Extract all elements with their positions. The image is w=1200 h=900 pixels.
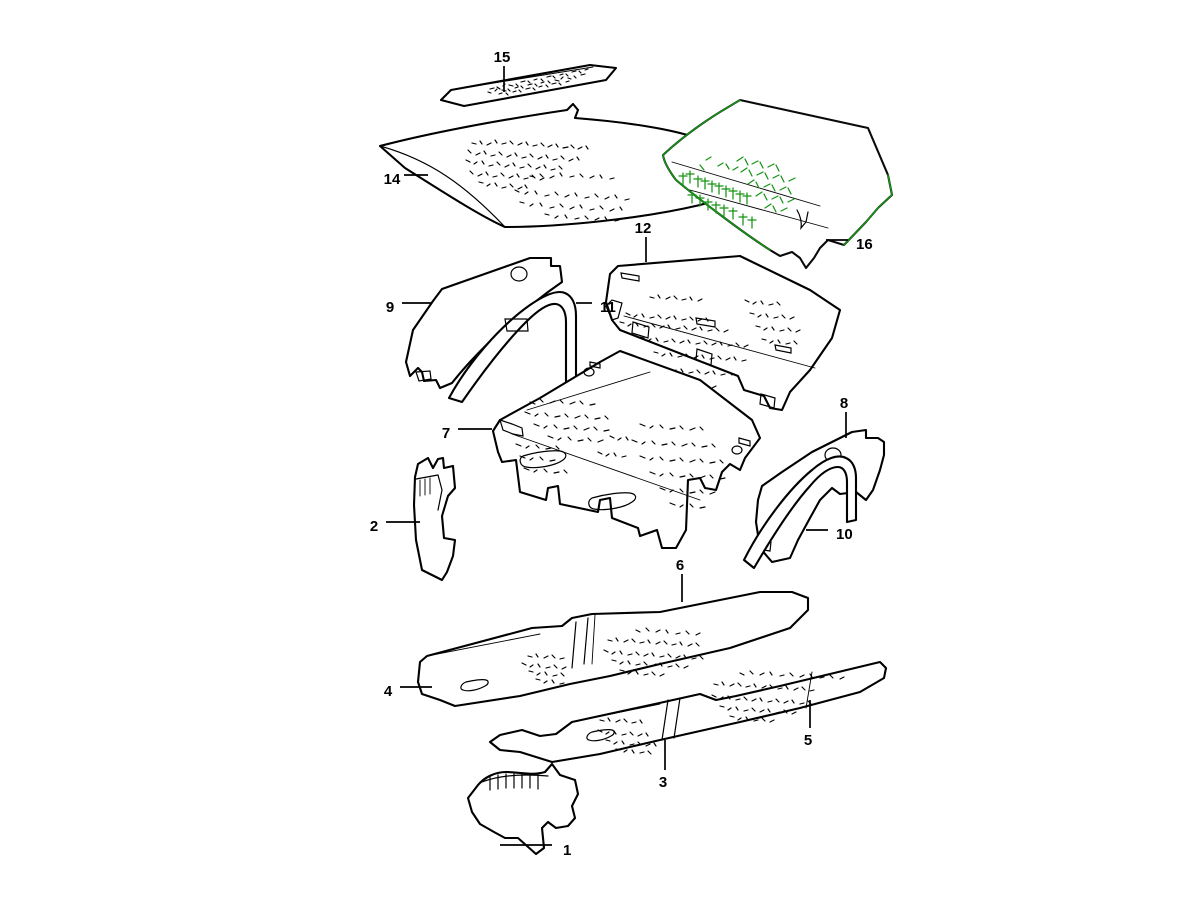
callout-label-6[interactable]: 6 — [676, 557, 684, 574]
callout-label-7[interactable]: 7 — [442, 425, 450, 442]
callout-label-8[interactable]: 8 — [840, 395, 848, 412]
callout-label-9[interactable]: 9 — [386, 299, 394, 316]
part-12-rear-seat-back-panel[interactable] — [604, 254, 842, 412]
callout-label-12[interactable]: 12 — [635, 220, 652, 237]
part-8-wheelhouse-trim-right[interactable] — [754, 428, 886, 564]
part-16-parcel-shelf-trim[interactable] — [661, 98, 894, 270]
part-15-sill-trim-strip[interactable] — [439, 63, 618, 108]
texture-12 — [619, 294, 801, 389]
callout-label-2[interactable]: 2 — [370, 518, 378, 535]
part-6-carpet-section-left[interactable] — [591, 614, 596, 665]
texture-15 — [487, 68, 589, 96]
callout-label-4[interactable]: 4 — [384, 683, 393, 700]
callout-label-15[interactable]: 15 — [494, 49, 511, 66]
part-7-rear-floor-carpet[interactable] — [491, 349, 762, 550]
callouts-group: 1 2 3 4 5 6 7 8 9 10 11 12 14 15 16 — [370, 49, 873, 859]
callout-label-11[interactable]: 11 — [600, 299, 616, 316]
part-10-wheel-arch-welt-right[interactable] — [742, 455, 858, 570]
callout-label-10[interactable]: 10 — [836, 526, 853, 543]
texture-16-highlight — [678, 156, 796, 229]
callout-label-3[interactable]: 3 — [659, 774, 667, 791]
part-1-front-floor-pad[interactable] — [466, 762, 580, 856]
texture-7 — [515, 398, 726, 509]
callout-label-16[interactable]: 16 — [856, 236, 873, 253]
callout-label-1[interactable]: 1 — [563, 842, 571, 859]
part-4-rear-carpet-left[interactable] — [416, 590, 810, 708]
callout-label-5[interactable]: 5 — [804, 732, 812, 749]
texture-3 — [597, 670, 845, 755]
part-2-side-trim-panel[interactable] — [412, 456, 457, 582]
callout-label-14[interactable]: 14 — [384, 171, 401, 188]
texture-4 — [521, 627, 704, 685]
part-3-rear-carpet-right[interactable] — [488, 660, 888, 764]
texture-14 — [465, 139, 630, 222]
part-5-carpet-section-right[interactable] — [805, 671, 813, 709]
